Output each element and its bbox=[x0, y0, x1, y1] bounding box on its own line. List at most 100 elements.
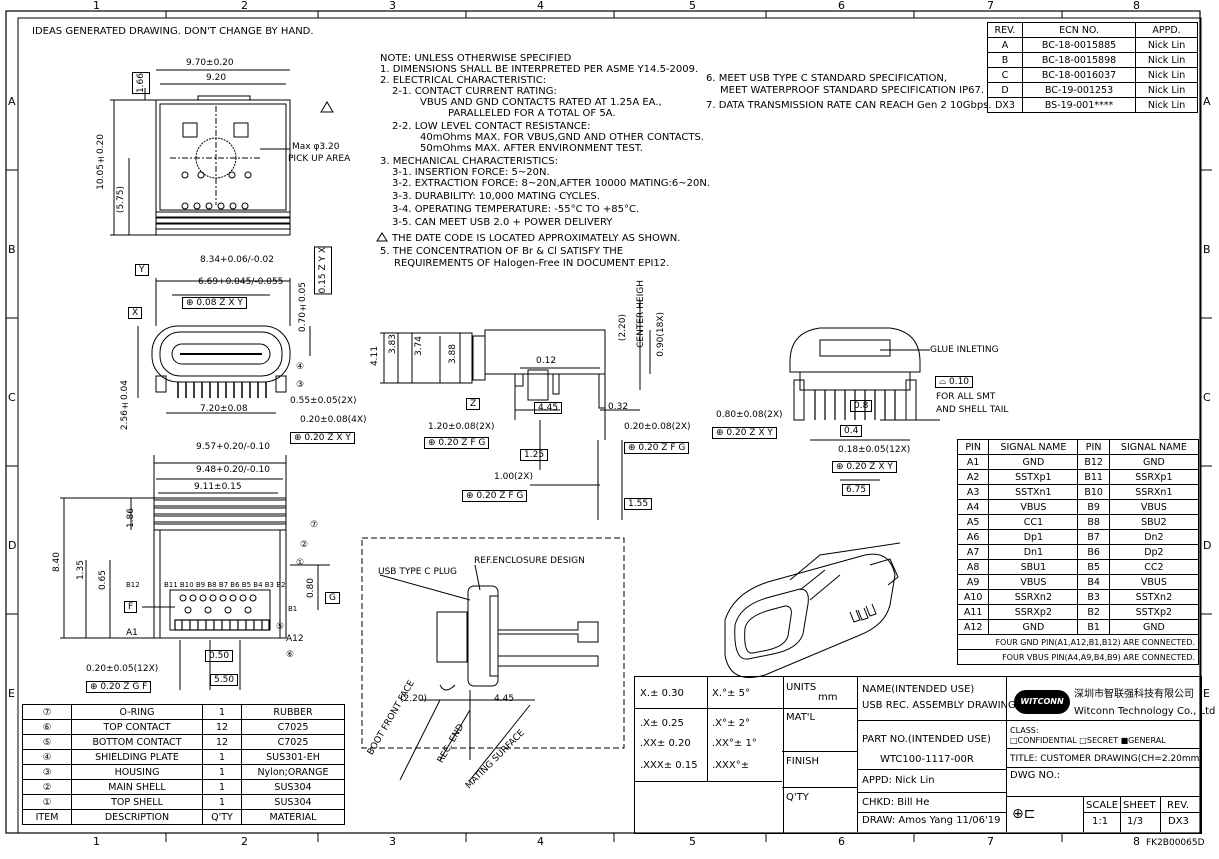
bom-item: ⑥ bbox=[22, 719, 72, 735]
bom-material: SUS301-EH bbox=[241, 749, 345, 765]
dwg-label: DWG NO.: bbox=[1010, 770, 1061, 781]
dim-155: 1.55 bbox=[624, 498, 653, 510]
projection-icon: ⊕⊏ bbox=[1012, 806, 1036, 822]
signal-cell: GND bbox=[1108, 619, 1200, 635]
appd-cell: Nick Lin bbox=[1135, 67, 1198, 83]
smt-note-1: FOR ALL SMT bbox=[936, 392, 996, 402]
chkd-value: CHKD: Bill He bbox=[862, 797, 930, 808]
zone-side-b-r: B bbox=[1203, 243, 1211, 256]
note-right-2: 7. DATA TRANSMISSION RATE CAN REACH Gen … bbox=[706, 100, 992, 111]
signal-cell: CC2 bbox=[1108, 559, 1200, 575]
signal-cell: VBUS bbox=[1108, 499, 1200, 515]
pin-b1-label: B1 bbox=[288, 605, 298, 613]
fcf-2: 0.15 Z Y X bbox=[314, 246, 332, 295]
zone-bot-4: 4 bbox=[537, 835, 544, 848]
dim-018: 0.18±0.05(12X) bbox=[838, 445, 911, 455]
rev-header: REV. bbox=[987, 22, 1023, 38]
qty-label: Q'TY bbox=[786, 792, 809, 803]
pin-cell: B1 bbox=[1077, 619, 1110, 635]
dim-669: 6.69+0.045/-0.055 bbox=[198, 277, 284, 287]
ecn-cell: BC-19-001253 bbox=[1021, 82, 1137, 98]
dim-720: 7.20±0.08 bbox=[200, 404, 248, 414]
signal-cell: GND bbox=[1108, 454, 1200, 470]
callout-3: ③ bbox=[296, 380, 305, 390]
zone-side-d: D bbox=[8, 539, 17, 552]
signal-header: SIGNAL NAME bbox=[1108, 439, 1200, 455]
dim-970: 9.70±0.20 bbox=[186, 58, 234, 68]
zone-top-8: 8 bbox=[1133, 0, 1140, 12]
pin-cell: A1 bbox=[956, 454, 990, 470]
note-5: PARALLELED FOR A TOTAL OF 5A. bbox=[448, 108, 616, 119]
pin-cell: A2 bbox=[956, 469, 990, 485]
rev-cell: C bbox=[987, 67, 1023, 83]
pin-cell: A9 bbox=[956, 574, 990, 590]
bom-item: ① bbox=[22, 794, 72, 810]
tb-line bbox=[1006, 748, 1200, 749]
fcf-5: ⊕ 0.20 Z F G bbox=[424, 437, 490, 449]
table-row: D BC-19-001253 Nick Lin bbox=[987, 82, 1198, 98]
pin-footnote-vbus: FOUR VBUS PIN(A4,A9,B4,B9) ARE CONNECTED… bbox=[957, 649, 1199, 665]
pin-cell: A10 bbox=[956, 589, 990, 605]
zone-bot-5: 5 bbox=[689, 835, 696, 848]
pin-cell: A8 bbox=[956, 559, 990, 575]
rev-cell: D bbox=[987, 82, 1023, 98]
bom-desc: MAIN SHELL bbox=[71, 779, 203, 795]
tolerance-block bbox=[634, 676, 784, 834]
bom-material: SUS304 bbox=[241, 794, 345, 810]
tb-line bbox=[857, 812, 1006, 813]
note-8: 50mOhms MAX. AFTER ENVIRONMENT TEST. bbox=[420, 143, 643, 154]
datum-z: Z bbox=[466, 398, 481, 410]
pin-b12-label: B12 bbox=[126, 581, 140, 589]
zone-top-2: 2 bbox=[241, 0, 248, 12]
signal-cell: SSRXp2 bbox=[988, 604, 1079, 620]
units-line bbox=[782, 708, 857, 709]
pin-cell: A7 bbox=[956, 544, 990, 560]
zone-side-b: B bbox=[8, 243, 16, 256]
table-row: C BC-18-0016037 Nick Lin bbox=[987, 67, 1198, 83]
note-2: 2. ELECTRICAL CHARACTERISTIC: bbox=[380, 75, 547, 86]
dim-050: 0.50 bbox=[205, 650, 234, 662]
rev-label: REV. bbox=[1167, 800, 1189, 811]
tb-divider bbox=[1083, 796, 1084, 832]
title-value: TITLE: CUSTOMER DRAWING(CH=2.20mm) bbox=[1010, 754, 1203, 764]
zone-side-e-r: E bbox=[1203, 687, 1210, 700]
name-label: NAME(INTENDED USE) bbox=[862, 684, 975, 695]
tb-divider bbox=[1160, 796, 1161, 832]
bom-header: MATERIAL bbox=[241, 809, 345, 825]
callout-1: ① bbox=[296, 558, 305, 568]
dim-948: 9.48+0.20/-0.10 bbox=[196, 465, 270, 475]
pin-footnote-row: FOUR GND PIN(A1,A12,B1,B12) ARE CONNECTE… bbox=[957, 634, 1199, 650]
pin-cell: B9 bbox=[1077, 499, 1110, 515]
dim-550: 5.50 bbox=[210, 674, 239, 686]
zone-top-7: 7 bbox=[987, 0, 994, 12]
bom-qty: 12 bbox=[202, 734, 242, 750]
smt-note-2: AND SHELL TAIL bbox=[936, 405, 1009, 415]
callout-7: ⑦ bbox=[310, 520, 319, 530]
dim-020-4x: 0.20±0.08(4X) bbox=[300, 415, 367, 425]
zone-bot-2: 2 bbox=[241, 835, 248, 848]
draw-value: DRAW: Amos Yang 11/06'19 bbox=[862, 815, 1001, 826]
pin-cell: A6 bbox=[956, 529, 990, 545]
note-16: 5. THE CONCENTRATION OF Br & Cl SATISFY … bbox=[380, 246, 624, 257]
dim-256: 2.56±0.04 bbox=[120, 380, 130, 431]
pin-cell: B3 bbox=[1077, 589, 1110, 605]
pin-cell: B5 bbox=[1077, 559, 1110, 575]
max-320: Max φ3.20 bbox=[292, 142, 340, 152]
pin-cell: A4 bbox=[956, 499, 990, 515]
note-1: 1. DIMENSIONS SHALL BE INTERPRETED PER A… bbox=[380, 64, 699, 75]
dim-383: 3.83 bbox=[388, 334, 398, 355]
bom-header: DESCRIPTION bbox=[71, 809, 203, 825]
units-block bbox=[782, 676, 858, 832]
bom-desc: HOUSING bbox=[71, 764, 203, 780]
zone-bot-8: 8 bbox=[1133, 835, 1140, 848]
dim-840: 8.40 bbox=[52, 552, 62, 573]
zone-bot-3: 3 bbox=[389, 835, 396, 848]
signal-cell: SSTXn1 bbox=[988, 484, 1079, 500]
bom-material: SUS304 bbox=[241, 779, 345, 795]
